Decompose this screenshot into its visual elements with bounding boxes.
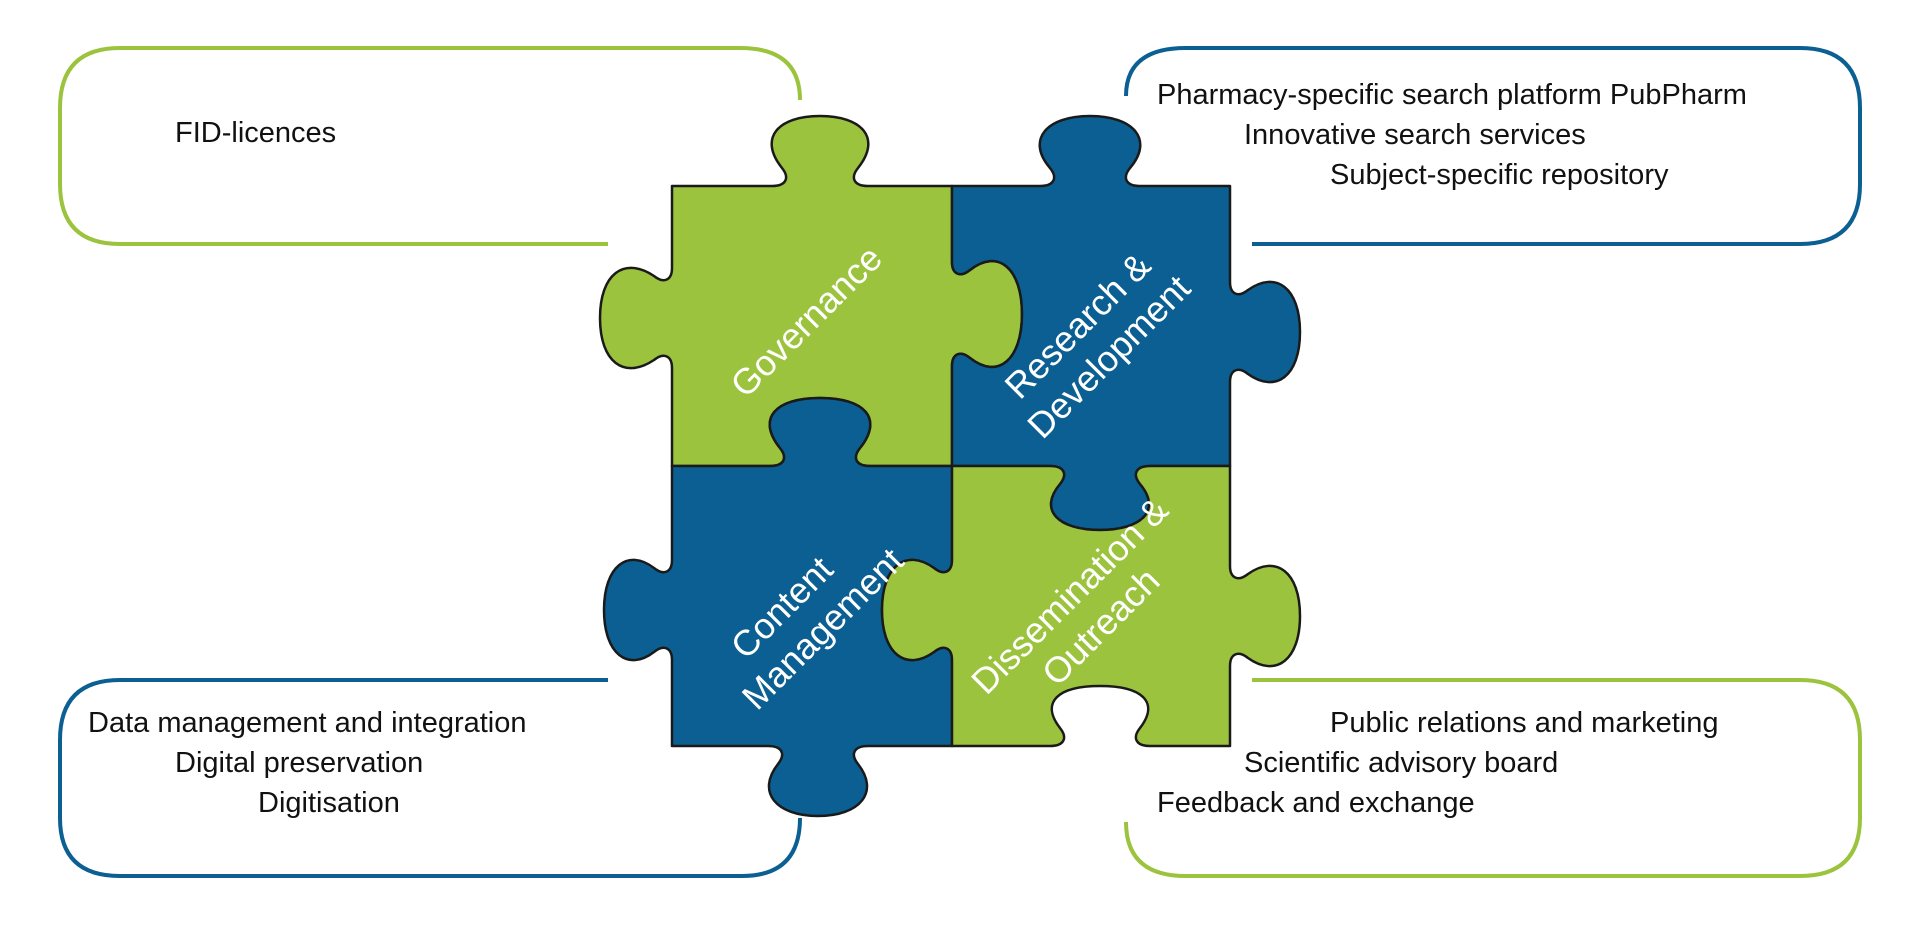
bottom-left-item-3: Digitisation <box>258 787 400 819</box>
bottom-left-item-2: Digital preservation <box>175 747 423 779</box>
top-left-callout-frame <box>58 46 802 246</box>
bottom-right-item-2: Scientific advisory board <box>1244 747 1558 779</box>
dissemination-outreach-puzzle-piece <box>880 464 1302 748</box>
bottom-right-item-3: Feedback and exchange <box>1157 787 1475 819</box>
top-right-item-3: Subject-specific repository <box>1330 159 1669 191</box>
top-right-item-1: Pharmacy-specific search platform PubPha… <box>1157 79 1747 111</box>
top-right-callout-frame <box>1124 46 1862 246</box>
top-right-item-2: Innovative search services <box>1244 119 1586 151</box>
bottom-left-callout-frame <box>58 678 802 878</box>
bottom-left-item-1: Data management and integration <box>88 707 527 739</box>
top-left-item-1: FID-licences <box>175 117 336 149</box>
bottom-right-callout-frame <box>1124 678 1862 878</box>
bottom-right-item-1: Public relations and marketing <box>1330 707 1718 739</box>
